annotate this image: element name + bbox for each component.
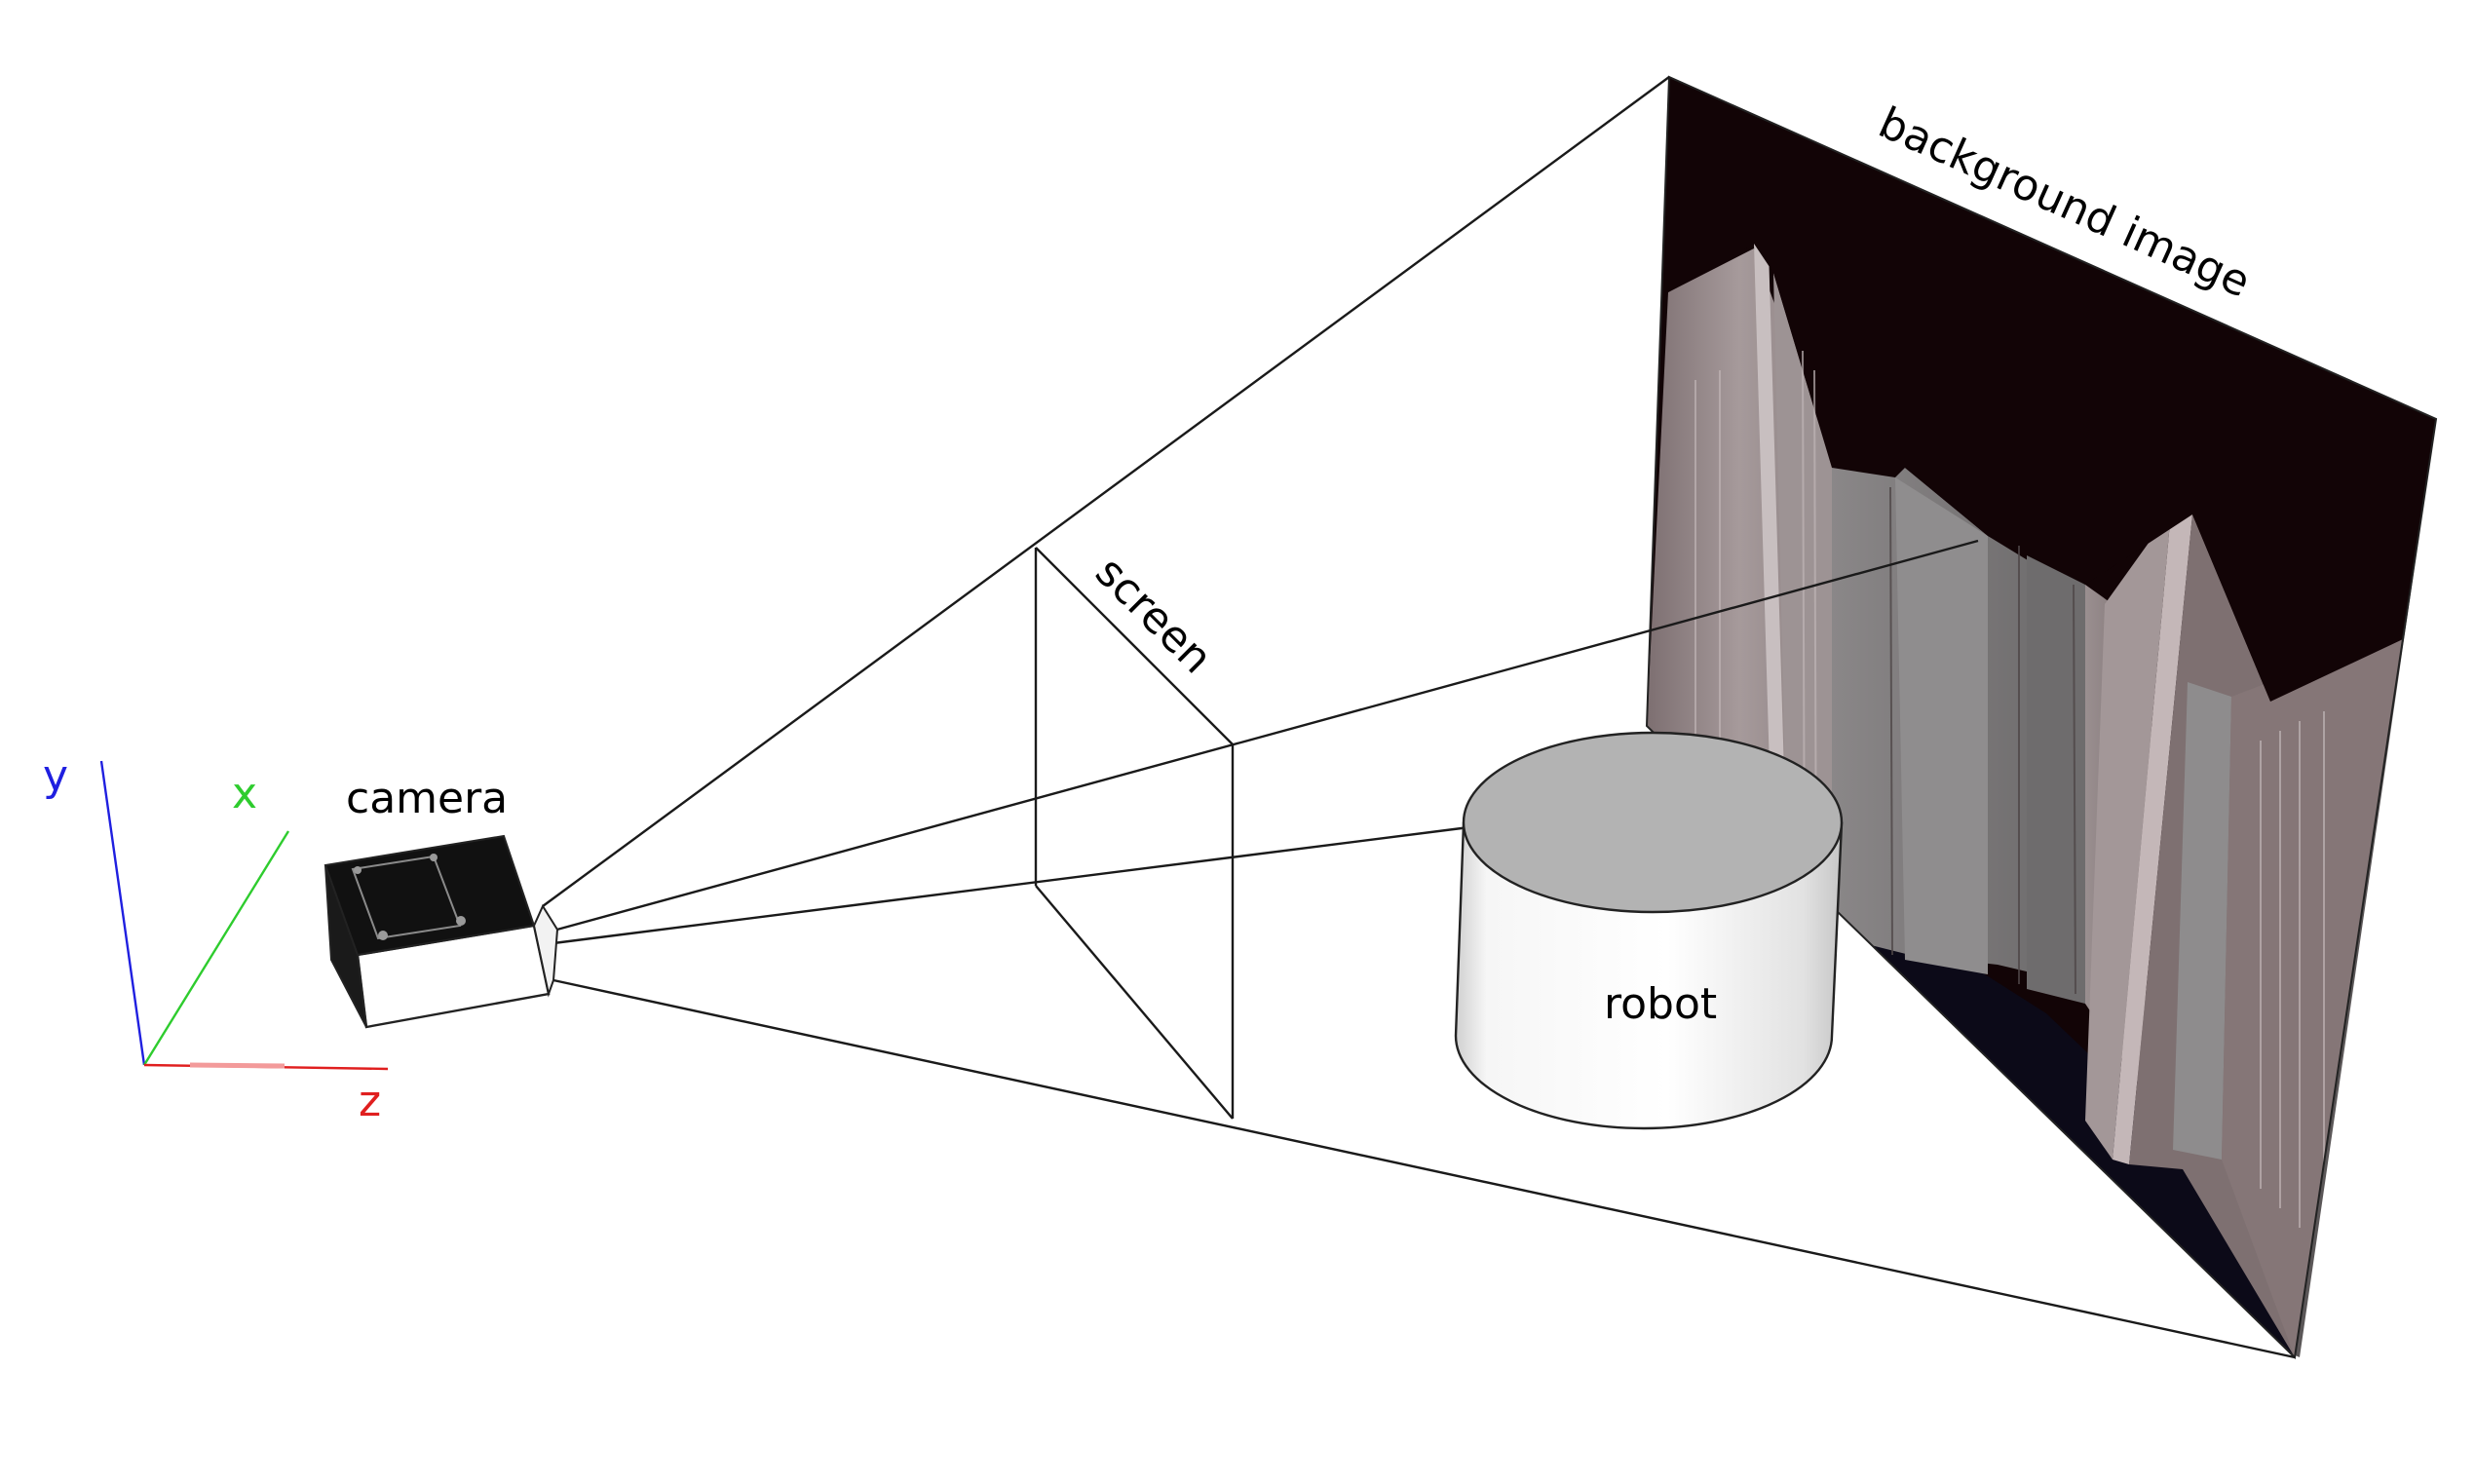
frustum-bottom-line — [552, 978, 2296, 1359]
robot-label: robot — [1604, 979, 1717, 1029]
camera-lens — [532, 903, 559, 998]
x-axis-label: x — [232, 769, 257, 818]
y-axis-label: y — [43, 751, 68, 801]
camera-screws — [354, 854, 466, 940]
camera-top-square — [351, 855, 462, 940]
screen-top-edge — [1035, 547, 1234, 745]
panel-right-grey-block — [2173, 682, 2231, 1160]
robot-cylinder — [1454, 731, 1844, 1130]
panel-right-wall-shadow — [2085, 512, 2171, 1160]
frustum-mid-line-lower — [552, 826, 1463, 945]
frustum-top-line — [542, 76, 1670, 907]
robot-top — [1462, 731, 1844, 914]
panel-ceiling — [1668, 77, 2436, 702]
z-axis-label: z — [359, 1077, 381, 1126]
background-image-panel — [1645, 75, 2438, 1360]
frustum-mid-line-upper — [552, 539, 1979, 932]
view-frustum — [542, 76, 2296, 1359]
panel-right-pillar — [2113, 512, 2192, 1164]
camera-label: camera — [346, 774, 508, 823]
x-axis-line — [142, 830, 290, 1066]
panel-left-pillar — [1754, 244, 1788, 906]
panel-center-door — [2027, 546, 2085, 1004]
screen-label: screen — [1085, 548, 1221, 683]
y-axis-line — [99, 760, 146, 1066]
coordinate-axes: y x z — [43, 751, 389, 1126]
z-axis-highlight — [189, 1062, 286, 1069]
screen-plane — [1034, 547, 1235, 1120]
panel-center-bright — [1895, 477, 1988, 974]
screen-bottom-edge — [1035, 885, 1234, 1120]
camera-model — [324, 834, 559, 1029]
